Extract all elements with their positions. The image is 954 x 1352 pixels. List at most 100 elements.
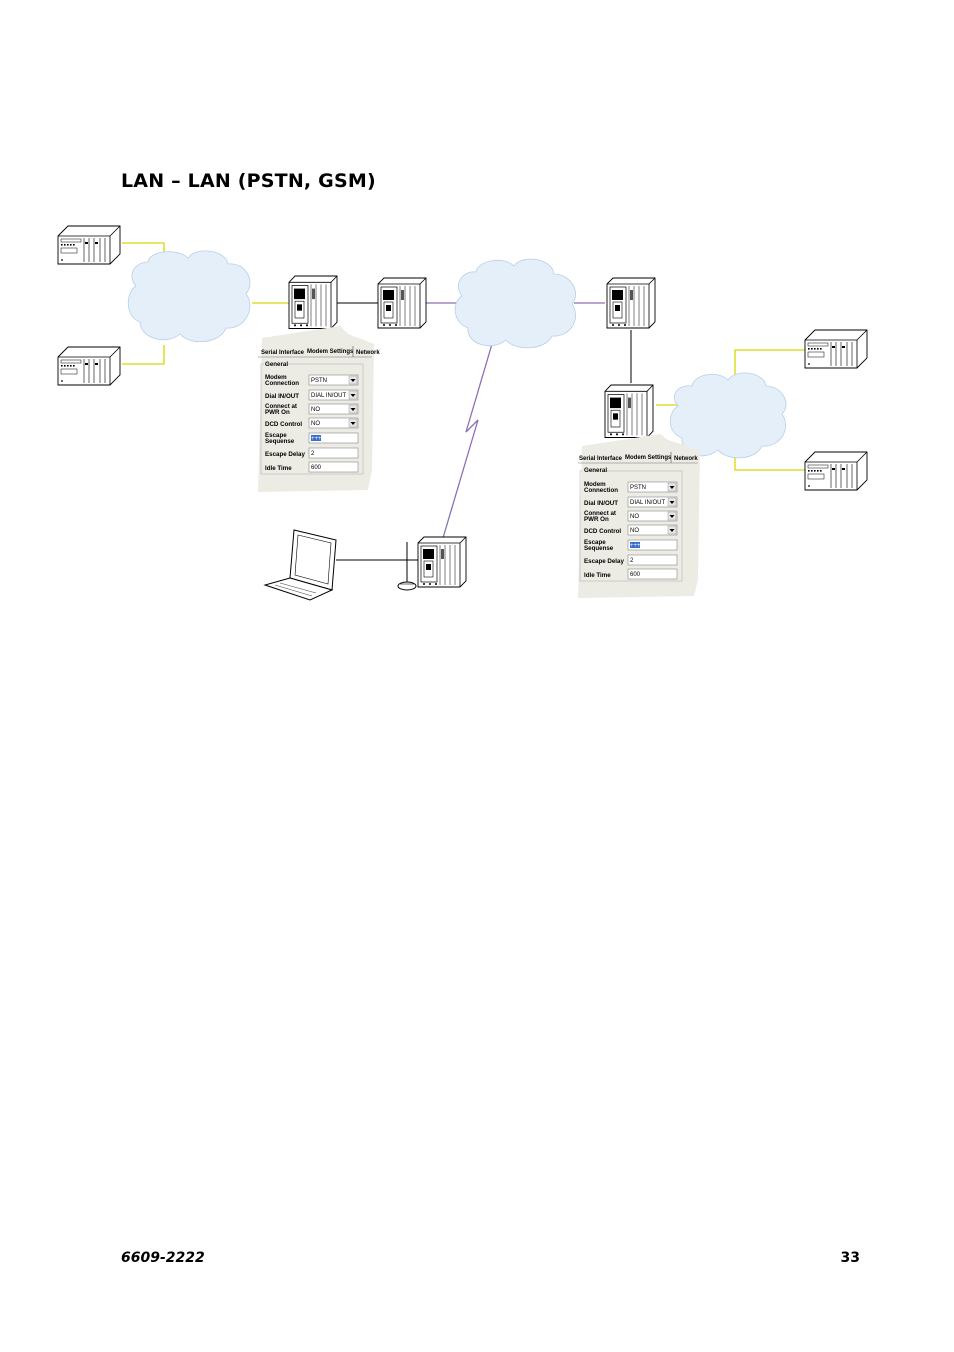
field-label: Dial IN/OUT xyxy=(265,393,299,400)
telecom-links xyxy=(426,302,605,549)
field-row: Escape Delay 2 xyxy=(265,447,359,459)
field-value: 600 xyxy=(630,572,641,578)
field-label: PWR On xyxy=(584,516,609,523)
field-value: 600 xyxy=(311,465,322,471)
text-field[interactable] xyxy=(627,554,678,566)
field-label: Escape Delay xyxy=(265,451,305,458)
field-label: Connection xyxy=(584,487,618,494)
field-label: DCD Control xyxy=(265,421,302,428)
field-value: NO xyxy=(311,421,320,427)
text-field[interactable] xyxy=(627,568,678,580)
modem-left-lan xyxy=(288,275,338,330)
field-label: Modem xyxy=(265,374,287,381)
select-field[interactable] xyxy=(627,524,678,536)
modem-settings-panel-left: Serial Interface Modem Settings Network … xyxy=(258,326,380,492)
text-field[interactable] xyxy=(308,461,359,473)
field-value: 2 xyxy=(311,451,315,457)
selection-highlight xyxy=(630,542,640,548)
cloud-lan-left xyxy=(127,250,251,342)
plc-device-bottom-right xyxy=(804,451,868,491)
text-field[interactable] xyxy=(627,539,678,551)
doc-number: 6609-2222 xyxy=(121,1250,205,1266)
chevron-down-icon xyxy=(669,515,675,518)
group-general: General xyxy=(584,467,607,474)
lan-link-plc-bottom-left xyxy=(122,345,165,365)
field-label: Escape xyxy=(265,432,287,439)
gsm-antenna-icon xyxy=(397,542,417,591)
select-field[interactable] xyxy=(308,403,359,415)
field-value: PSTN xyxy=(311,378,327,384)
cloud-pstn xyxy=(454,258,577,349)
field-row: Escape Delay 2 xyxy=(584,554,678,566)
text-field[interactable] xyxy=(308,447,359,459)
field-row: Idle Time 600 xyxy=(584,568,678,580)
field-value: DIAL IN/OUT xyxy=(311,393,346,399)
modem-left-pstn xyxy=(377,277,427,329)
field-value: PSTN xyxy=(630,485,646,491)
plc-device-bottom-left xyxy=(57,346,121,386)
field-value: DIAL IN/OUT xyxy=(630,500,665,506)
group-general: General xyxy=(265,361,288,368)
select-field[interactable] xyxy=(308,417,359,429)
selection-highlight xyxy=(311,435,321,441)
field-row: Idle Time 600 xyxy=(265,461,359,473)
field-label: Idle Time xyxy=(584,572,611,579)
chevron-down-icon xyxy=(350,379,356,382)
modem-gsm xyxy=(417,536,467,588)
tab-serial-interface[interactable]: Serial Interface xyxy=(579,456,623,462)
tab-network[interactable]: Network xyxy=(674,456,698,462)
field-value: NO xyxy=(630,514,639,520)
modem-right-lan xyxy=(604,384,654,439)
chevron-down-icon xyxy=(669,529,675,532)
tab-modem-settings[interactable]: Modem Settings xyxy=(307,349,354,355)
page-title: LAN – LAN (PSTN, GSM) xyxy=(121,170,376,192)
chevron-down-icon xyxy=(350,394,356,397)
page-number: 33 xyxy=(840,1250,860,1266)
tab-network[interactable]: Network xyxy=(356,350,380,356)
field-row: DCD Control NO xyxy=(265,417,359,429)
field-row: Dial IN/OUT DIAL IN/OUT xyxy=(584,496,678,508)
field-label: Escape xyxy=(584,539,606,546)
field-value: NO xyxy=(311,407,320,413)
field-label: DCD Control xyxy=(584,528,621,535)
gsm-radio-link xyxy=(439,343,493,549)
chevron-down-icon xyxy=(350,408,356,411)
modem-right-pstn xyxy=(606,277,656,329)
field-label: Connect at xyxy=(265,403,297,410)
chevron-down-icon xyxy=(350,422,356,425)
modem-settings-panel-right: Serial Interface Modem Settings Network … xyxy=(578,434,700,598)
tab-modem-settings[interactable]: Modem Settings xyxy=(625,455,672,461)
field-label: Sequense xyxy=(584,545,614,552)
text-field[interactable] xyxy=(308,432,359,444)
field-value: 2 xyxy=(630,558,634,564)
field-row: Dial IN/OUT DIAL IN/OUT xyxy=(265,389,359,401)
field-label: Sequense xyxy=(265,438,295,445)
field-label: Dial IN/OUT xyxy=(584,500,618,507)
select-field[interactable] xyxy=(627,496,678,508)
field-label: Idle Time xyxy=(265,465,292,472)
plc-device-top-left xyxy=(57,225,121,265)
select-field[interactable] xyxy=(308,389,359,401)
chevron-down-icon xyxy=(669,486,675,489)
cloud-lan-right xyxy=(669,372,787,459)
field-label: Connect at xyxy=(584,510,616,517)
tab-serial-interface[interactable]: Serial Interface xyxy=(261,350,305,356)
field-label: Modem xyxy=(584,481,606,488)
select-field[interactable] xyxy=(308,374,359,386)
chevron-down-icon xyxy=(669,501,675,504)
field-label: Connection xyxy=(265,380,299,387)
select-field[interactable] xyxy=(627,510,678,522)
field-value: +++ xyxy=(630,543,641,549)
field-label: Escape Delay xyxy=(584,558,624,565)
select-field[interactable] xyxy=(627,481,678,493)
